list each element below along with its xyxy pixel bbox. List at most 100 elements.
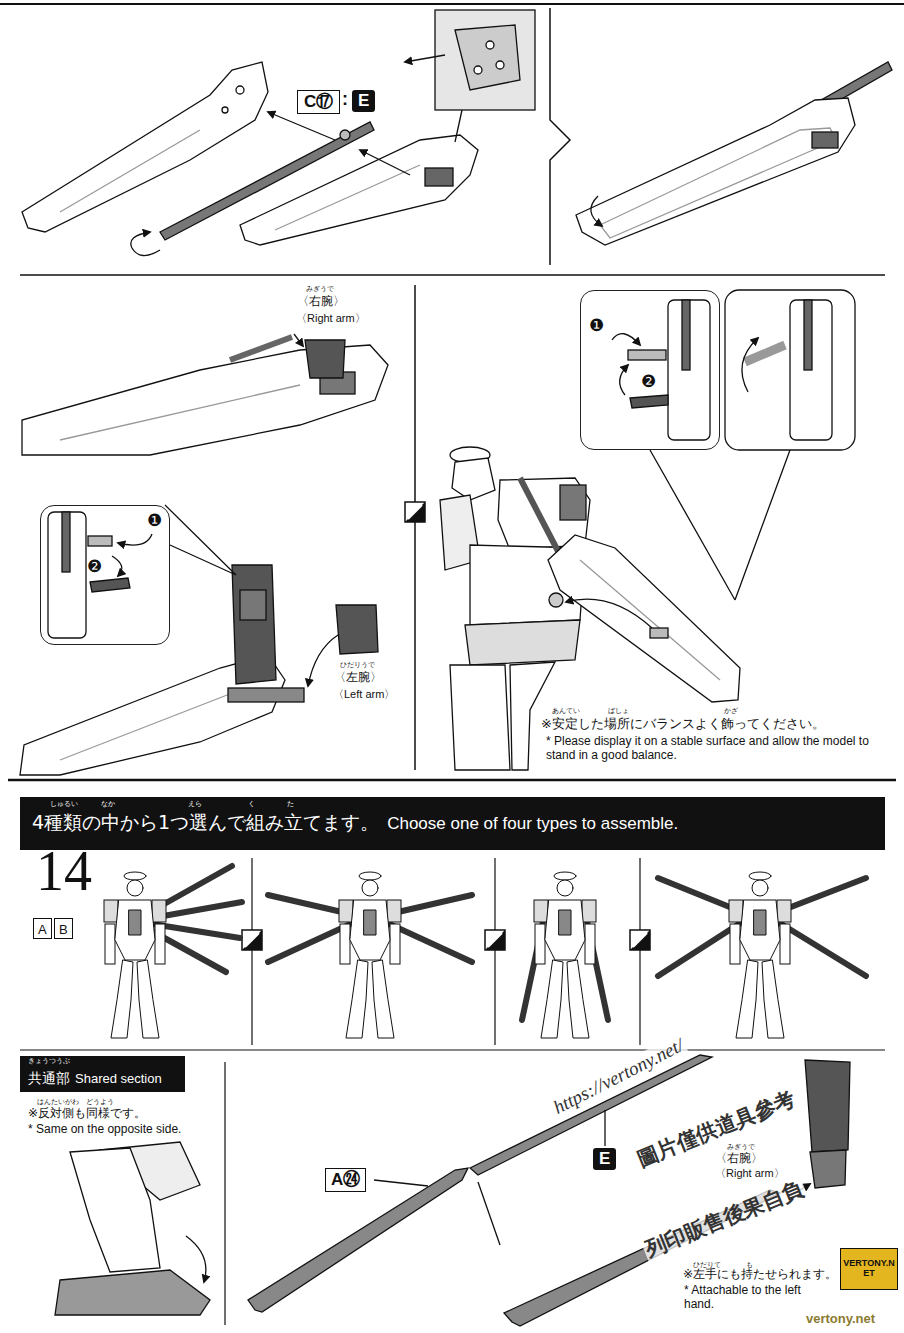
alternative-icon (405, 502, 425, 522)
weapon-attach (88, 536, 112, 546)
arm-label: 〈右腕〉 (297, 295, 345, 309)
arm-label: 〈Right arm〉 (715, 1167, 785, 1180)
step-banner: 4種類の中から1つ選んで組み立てます。Choose one of four ty… (20, 797, 885, 850)
runner-letter: A (33, 918, 52, 939)
separator: : (342, 89, 348, 110)
robot-display (440, 290, 855, 770)
weapon-attach (308, 635, 338, 686)
frame-line (224, 1062, 225, 1325)
frame-line (20, 1049, 885, 1050)
furigana: た (287, 800, 294, 808)
furigana: えら (188, 800, 202, 808)
robot-display (465, 620, 580, 665)
weapon-parts (405, 55, 445, 62)
node-text: C⑰ (304, 93, 333, 112)
wing-variant (104, 866, 866, 1038)
weapon-parts (60, 130, 200, 212)
shared-parts (248, 1168, 468, 1312)
frame-line (494, 858, 495, 1045)
weapon-parts (131, 232, 160, 256)
shared-parts (478, 1182, 500, 1245)
furigana: かざ (724, 707, 738, 715)
node-text: 共通部 (28, 1071, 70, 1086)
frame-line (20, 274, 885, 276)
robot-display (682, 300, 690, 370)
note: ※左手にも持たせられます。 (683, 1268, 837, 1282)
note: * Attachable to the left hand. (684, 1284, 834, 1312)
runner-tag: E (593, 1148, 616, 1170)
detail-callout: ❶❷ (580, 290, 720, 450)
shared-parts (805, 1060, 850, 1152)
robot-display (628, 350, 666, 360)
alternative-icon (242, 930, 262, 950)
weapon-parts (222, 107, 228, 113)
detail-callout: ❶❷ (40, 505, 170, 645)
weapon-parts (360, 150, 410, 175)
node-text: 4種類の中から1つ選んで組み立てます。 (32, 812, 379, 833)
weapon-parts (425, 168, 453, 186)
weapon-assembled (576, 62, 892, 245)
shared-parts (374, 1180, 428, 1186)
robot-display (612, 334, 640, 345)
watermark: vertony.net (806, 1312, 875, 1327)
furigana: きょうつうぶ (28, 1057, 70, 1065)
robot-display (549, 593, 563, 607)
shared-parts (186, 1236, 206, 1282)
robot-display (630, 395, 668, 408)
weapon-parts (496, 61, 504, 69)
step-number: ❷ (641, 373, 656, 390)
frame-line (8, 779, 896, 782)
wing-variant (729, 872, 791, 1038)
frame-line (550, 8, 570, 265)
weapon-attach (62, 512, 70, 572)
weapon-parts (455, 25, 520, 90)
node-text: B (59, 923, 68, 937)
frame-line (251, 858, 252, 1045)
shared-parts (55, 1055, 850, 1326)
furigana: しゅるい (50, 800, 78, 808)
weapon-parts (268, 112, 335, 140)
robot-display (620, 365, 628, 395)
watermark: 列印販售後果自負 (640, 1176, 809, 1263)
weapon-attach (60, 385, 300, 440)
wing-variant (534, 872, 596, 1038)
robot-display (520, 478, 560, 555)
weapon-attach (336, 605, 378, 654)
shared-parts (55, 1270, 210, 1315)
step-number: ❷ (87, 558, 102, 575)
wing-variant (104, 872, 166, 1038)
robot-display (566, 599, 652, 628)
weapon-parts (474, 66, 482, 74)
runner-letter: B (54, 918, 73, 939)
wing-variant (339, 872, 401, 1038)
robot-display (742, 338, 758, 392)
weapon-parts (486, 41, 494, 49)
note: ※安定した場所にバランスよく飾ってください。 (541, 717, 825, 732)
frame-line (639, 858, 640, 1045)
furigana: く (248, 800, 255, 808)
robot-display (450, 665, 510, 770)
furigana: どうよう (86, 1098, 114, 1106)
shared-parts (70, 1148, 160, 1272)
robot-display (790, 300, 832, 440)
alternative-icon (630, 930, 650, 950)
weapon-attach (232, 565, 276, 684)
node-text: VERTONY.NET (841, 1259, 897, 1279)
weapon-attach (228, 688, 304, 702)
weapon-parts (22, 10, 535, 256)
site-logo: VERTONY.NET (840, 1248, 898, 1290)
step-number: ❶ (589, 317, 604, 334)
weapon-attach (48, 512, 86, 638)
node-text: E (599, 1150, 610, 1169)
furigana: みぎうで (306, 285, 334, 293)
frame-line (414, 285, 416, 770)
part-callout: C⑰ (297, 90, 340, 114)
furigana: ひだりうで (340, 661, 375, 669)
furigana: みぎうで (727, 1143, 755, 1151)
note: * Same on the opposite side. (28, 1123, 181, 1137)
frame-line (0, 4, 904, 1325)
weapon-assembled (812, 132, 838, 148)
robot-display (745, 345, 785, 362)
weapon-parts (275, 165, 420, 230)
node-text: A (38, 923, 47, 937)
